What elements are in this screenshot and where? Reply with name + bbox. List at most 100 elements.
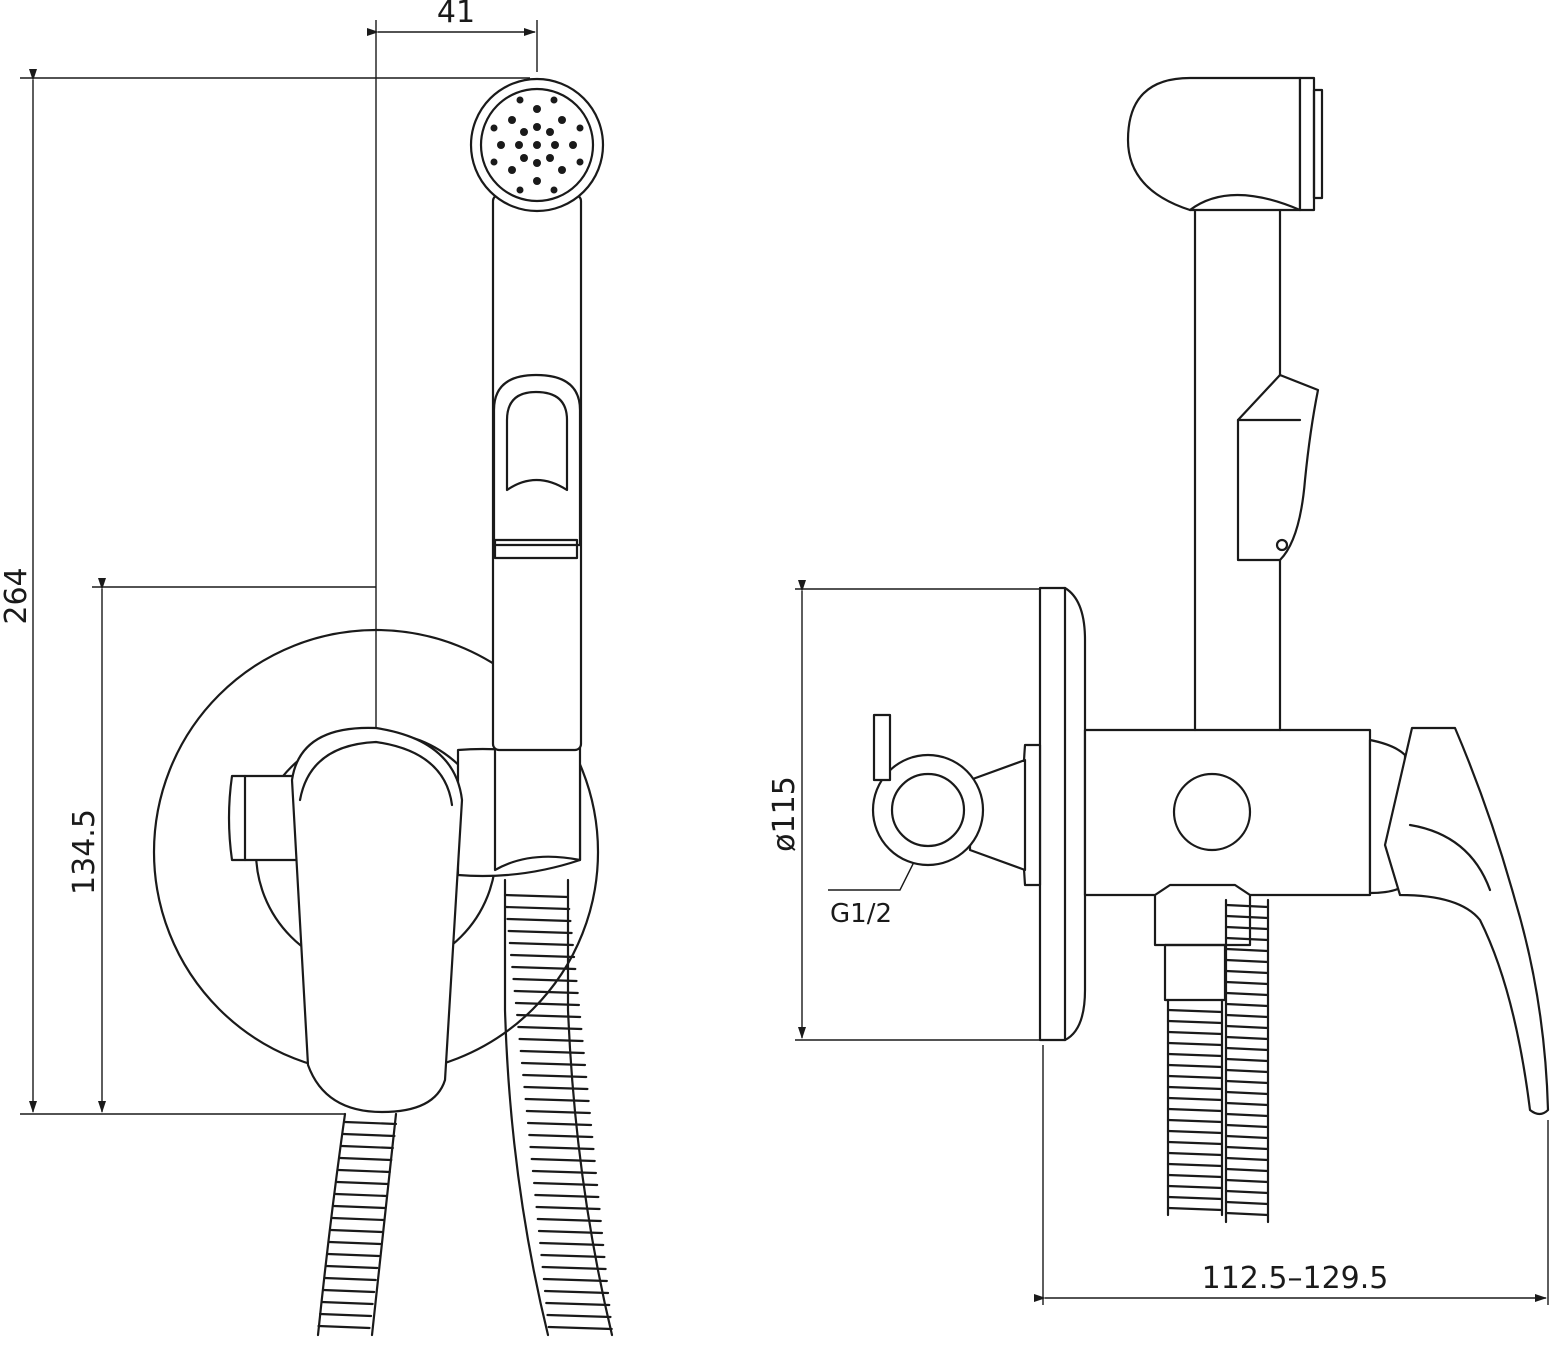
hose-rib — [509, 953, 576, 959]
dim-label-spray-offset: 41 — [437, 0, 475, 30]
hose-rib — [1224, 1079, 1270, 1085]
hose-rib — [1224, 1013, 1270, 1019]
hose-rib — [1166, 1041, 1224, 1047]
hose-rib — [1166, 1019, 1224, 1025]
hose-rib — [514, 1001, 581, 1007]
hose-rib — [1166, 1151, 1224, 1157]
outlet-nut — [1153, 883, 1252, 947]
diverter-stub — [227, 774, 302, 862]
hose-rib — [1224, 1156, 1270, 1162]
hose-rib — [340, 1144, 394, 1150]
hose-rib — [507, 929, 573, 935]
hose-rib — [1166, 1107, 1224, 1113]
hose-rib — [535, 1205, 601, 1211]
hose-rib — [1224, 1134, 1270, 1140]
hose-rib — [329, 1228, 384, 1234]
hose-rib — [547, 1325, 613, 1331]
hose-rib — [1224, 1211, 1270, 1217]
hose-rib — [543, 1289, 610, 1295]
hose-rib — [545, 1301, 611, 1307]
hose-rib — [518, 1037, 584, 1043]
hose-rib — [323, 1276, 377, 1282]
hose-rib — [1224, 958, 1270, 964]
hose-rib — [1224, 1035, 1270, 1041]
lever-side — [1383, 726, 1550, 1116]
hose-rib — [1224, 969, 1270, 975]
hose-rib — [1166, 1030, 1224, 1036]
hose-rib — [519, 1049, 585, 1055]
hose-rib — [1224, 991, 1270, 997]
body-port — [1172, 772, 1252, 852]
spray-head-side — [1126, 76, 1302, 212]
hose-rib — [1166, 1206, 1224, 1212]
hose-rib — [537, 1229, 604, 1235]
hose-rib — [1166, 1096, 1224, 1102]
dim-label-plate-diameter: ø115 — [767, 776, 802, 852]
hose-rib — [331, 1216, 385, 1222]
wall-elbow — [871, 753, 985, 867]
hose-rib — [536, 1217, 602, 1223]
hose-rib — [1166, 1162, 1224, 1168]
mixer-lever — [290, 726, 464, 1114]
hose-left — [316, 1112, 398, 1337]
hose-rib — [318, 1312, 373, 1318]
dim-label-total-height: 264 — [0, 567, 34, 624]
nozzle-holes — [490, 96, 584, 194]
hose-rib — [1224, 1167, 1270, 1173]
hose-rib — [1224, 925, 1270, 931]
hose-rib — [1166, 1063, 1224, 1069]
hose-rib — [1166, 1129, 1224, 1135]
hose-rib — [339, 1156, 393, 1162]
hose-rib — [1166, 1118, 1224, 1124]
hose-rib — [525, 1109, 591, 1115]
hose-rib — [546, 1313, 612, 1319]
front-view: 41 264 134.5 — [0, 0, 614, 1337]
hose-rib — [1166, 1184, 1224, 1190]
hose-rib — [332, 1204, 387, 1210]
hose-rib — [1224, 1002, 1270, 1008]
hose-rib — [533, 1181, 599, 1187]
hose-rib — [1224, 1178, 1270, 1184]
hose-rib — [513, 989, 579, 995]
hose-rib — [1166, 1195, 1224, 1201]
hose-rib — [541, 1265, 607, 1271]
hose-rib — [531, 1169, 598, 1175]
mixer-body — [1083, 728, 1372, 897]
hose-rib — [505, 905, 571, 911]
hose-rib — [317, 1324, 371, 1330]
hose-rib — [325, 1264, 379, 1270]
hose-rib — [1224, 1200, 1270, 1206]
hose-rib — [1166, 1074, 1224, 1080]
thread-label: G1/2 — [830, 899, 892, 929]
hose-rib — [1166, 1052, 1224, 1058]
hose-rib — [1166, 1140, 1224, 1146]
hose-rib — [334, 1192, 388, 1198]
hose-rib — [1166, 1085, 1224, 1091]
hose-rib — [540, 1253, 606, 1259]
hose-rib — [539, 1241, 605, 1247]
hose-rib — [342, 1132, 396, 1138]
hose-rib — [326, 1252, 380, 1258]
hose-rib — [511, 965, 577, 971]
hose-rib — [528, 1133, 594, 1139]
hose-rib — [337, 1168, 391, 1174]
hose-rib — [322, 1288, 376, 1294]
hose-rib — [1224, 1057, 1270, 1063]
hose-rib — [522, 1073, 588, 1079]
hose-rib — [1224, 903, 1270, 909]
hose-rib — [320, 1300, 374, 1306]
hose-rib — [517, 1025, 583, 1031]
hose-rib — [343, 1120, 398, 1126]
hose-rib — [328, 1240, 382, 1246]
hose-rib — [1224, 1024, 1270, 1030]
side-view: ø115 112.5–129.5 G1/2 — [767, 76, 1550, 1305]
hose-rib — [1224, 914, 1270, 920]
hose-rib — [520, 1061, 587, 1067]
hose-rib — [530, 1157, 596, 1163]
holder-side — [1236, 373, 1320, 562]
spray-face — [1298, 76, 1316, 212]
hose-rib — [523, 1085, 589, 1091]
wall-plate-side — [1038, 586, 1087, 1042]
hose-rib — [1224, 1101, 1270, 1107]
